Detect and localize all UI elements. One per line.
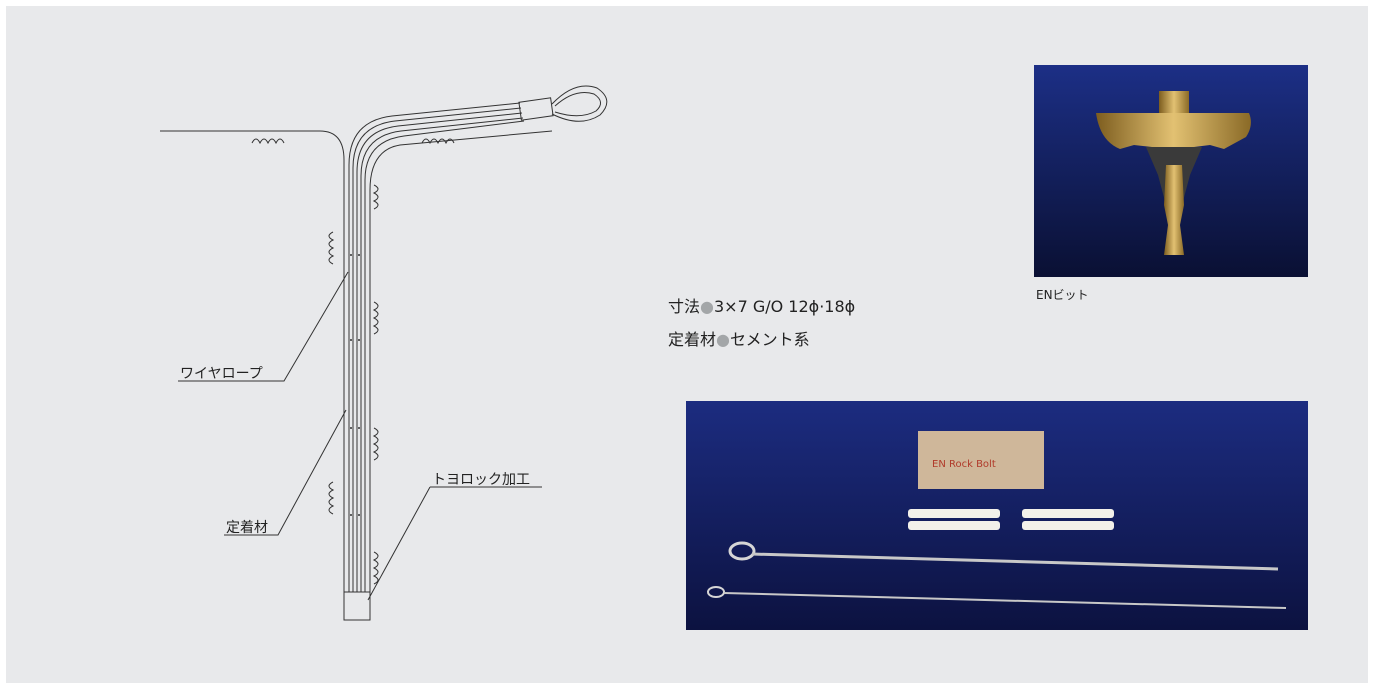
spec-anchor: 定着材●セメント系 bbox=[668, 330, 810, 349]
rope-sleeve bbox=[518, 97, 554, 121]
label-toyolock: トヨロック加工 bbox=[432, 472, 530, 488]
components-photo: EN Rock Bolt bbox=[686, 401, 1308, 630]
label-wire-rope: ワイヤロープ bbox=[180, 366, 263, 382]
box-text: EN Rock Bolt bbox=[932, 459, 996, 470]
anchor-end-box bbox=[343, 591, 371, 621]
label-anchor-material: 定着材 bbox=[226, 520, 268, 536]
leader-wire-rope bbox=[178, 271, 349, 382]
specs: 寸法●3×7 G/O 12ϕ·18ϕ 定着材●セメント系 bbox=[668, 290, 855, 356]
bit-caption: ENビット bbox=[1036, 288, 1089, 302]
casing-right bbox=[369, 130, 553, 620]
leader-anchor-material bbox=[224, 409, 347, 536]
spec-size: 寸法●3×7 G/O 12ϕ·18ϕ bbox=[668, 297, 856, 316]
leader-toyolock bbox=[367, 486, 542, 601]
rope-eye bbox=[551, 85, 608, 122]
ground-line-left bbox=[160, 130, 345, 620]
bit-photo bbox=[1034, 65, 1308, 277]
